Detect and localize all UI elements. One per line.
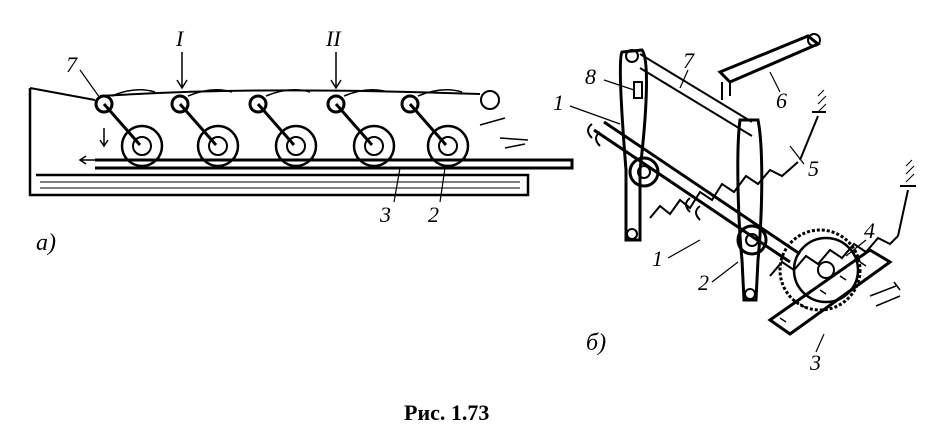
rack-3 <box>767 248 893 336</box>
label-lever-7: 7 <box>66 52 78 77</box>
shaft-hub-upper <box>628 156 660 188</box>
frame-hatch <box>40 181 520 189</box>
label-rail-3: 3 <box>379 202 391 227</box>
left-bracket-pin <box>625 49 639 63</box>
spring-anchor-1 <box>799 111 826 161</box>
position-label-1: I <box>175 26 185 51</box>
rail <box>95 158 574 170</box>
down-arrow <box>99 128 109 148</box>
figure-caption: Рис. 1.73 <box>404 400 489 425</box>
end-arrows <box>479 117 529 149</box>
shaft-hub-lower <box>736 224 768 256</box>
right-bracket-hole <box>744 288 756 300</box>
gear-4-hub <box>817 261 835 279</box>
position-label-2: II <box>325 26 342 51</box>
bracket-slot-8 <box>633 81 643 99</box>
spring-anchor-2 <box>897 185 916 237</box>
leader-2 <box>439 167 446 203</box>
rack-arrows <box>869 281 901 307</box>
left-bracket-hole <box>626 228 638 240</box>
leader-7 <box>79 69 101 99</box>
label-shaft-1-upper: 1 <box>553 90 564 115</box>
upper-guide <box>99 89 481 97</box>
right-bracket <box>736 118 764 302</box>
end-roller <box>480 90 500 110</box>
lever-unit-3 <box>248 89 318 168</box>
gear-4 <box>778 228 862 312</box>
lever-unit-5 <box>400 89 470 168</box>
left-bracket <box>618 48 648 242</box>
shaft-coils <box>587 123 701 221</box>
top-link-7 <box>639 53 753 137</box>
gear-4-face <box>792 236 860 304</box>
lever-unit-2 <box>170 89 240 168</box>
rack-teeth <box>779 261 867 323</box>
label-spring-5: 5 <box>808 156 819 181</box>
label-bar-6: 6 <box>776 88 787 113</box>
spring-5a <box>649 161 799 219</box>
spring-5b <box>769 235 899 277</box>
anchor-hatch <box>817 89 915 183</box>
label-rack-3: 3 <box>809 350 821 375</box>
tag-b: б) <box>586 330 606 356</box>
leader-3 <box>393 167 401 203</box>
position-arrow-1 <box>176 52 188 90</box>
label-bracket-8: 8 <box>585 64 596 89</box>
label-wheel-2: 2 <box>428 202 439 227</box>
frame-slope <box>29 87 96 101</box>
label-shaft-1-lower: 1 <box>652 246 663 271</box>
bar-6-pin <box>807 33 821 47</box>
diagram-a: I II 7 3 2 а) <box>28 26 574 256</box>
position-arrow-2 <box>330 52 342 90</box>
label-gear-4: 4 <box>864 218 875 243</box>
lever-unit-1 <box>94 89 164 168</box>
label-top-link-7: 7 <box>683 48 695 73</box>
left-arrow <box>78 155 100 165</box>
label-lever-2: 2 <box>698 270 709 295</box>
lever-unit-4 <box>326 89 396 168</box>
tag-a: а) <box>36 230 56 256</box>
bar-6-tip <box>721 82 731 100</box>
frame-outline <box>28 88 530 197</box>
diagram-b: 7 8 1 6 5 1 2 4 3 б) <box>553 33 916 375</box>
bar-6 <box>717 34 821 84</box>
